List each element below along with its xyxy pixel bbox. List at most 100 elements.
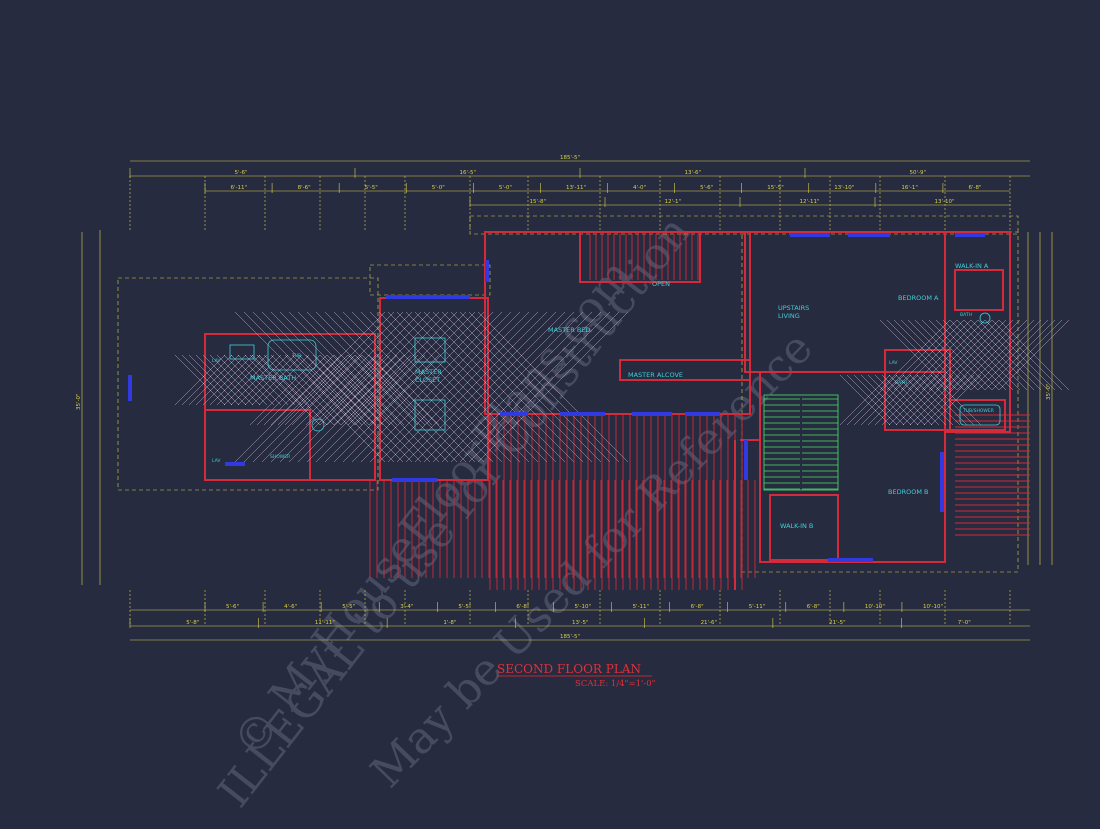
tile-line [441,311,593,463]
tile-line [195,354,247,406]
tile-line [916,374,968,426]
window-12 [128,375,132,401]
tile-line [970,319,1042,391]
tile-line [174,354,226,406]
window-14 [225,462,245,466]
drawing-title: SECOND FLOOR PLAN [497,662,641,676]
tile-line [984,319,1056,391]
tile-line [923,374,975,426]
dim-bottom-row1-7: 5'-11" [633,604,650,610]
tile-line [914,319,986,391]
window-7 [560,412,605,416]
tile-line [291,354,363,426]
tile-line [874,374,926,426]
tile-line [333,311,485,463]
tile-line [893,319,965,391]
label-tub-shower: TUB/SHOWER [962,408,994,414]
dim-top-row1-0: 5'-6" [235,170,248,176]
tile-line [297,311,449,463]
window-6 [500,412,528,416]
tile-line [234,311,386,463]
tile-line [209,354,261,406]
tile-line [306,311,458,463]
dim-top-row2-9: 13'-10" [834,185,854,191]
tile-line [928,319,1000,391]
dim-bottom-row1-6: 5'-10" [575,604,592,610]
tile-line [249,354,321,426]
window-13 [485,260,489,282]
dim-top-row2-0: 6'-11" [231,185,248,191]
tile-line [888,374,940,426]
dim-overall-left: 35'-0" [76,393,82,410]
label-walk-in-a: WALK-IN A [955,262,989,270]
tile-line [396,311,548,463]
tile-line [261,311,413,463]
dim-top-row3-3: 13'-10" [935,199,955,205]
tile-hatch [174,311,1070,463]
tile-line [351,311,503,463]
dim-bottom-row2-6: 7'-0" [958,620,971,626]
tile-line [921,319,993,391]
dim-top-row3-0: 15'-8" [530,199,547,205]
tile-line [909,374,961,426]
tile-line [188,354,240,406]
tile-line [368,354,440,426]
window-5 [828,558,873,562]
tile-line [963,319,1035,391]
tile-line [991,319,1063,391]
dim-top-row1-3: 50'-9" [910,170,927,176]
tile-line [270,311,422,463]
dim-bottom-row1-10: 6'-8" [807,604,820,610]
tile-line [279,311,431,463]
label-bedroom-b: BEDROOM B [888,488,928,496]
tile-line [181,354,233,406]
tile-line [907,319,979,391]
label-lav-2: LAV [212,458,221,464]
drawing-title-block: SECOND FLOOR PLAN SCALE: 1/4"=1'-0" [497,662,656,689]
tile-line [930,374,982,426]
tile-line [326,354,398,426]
tile-line [977,319,1049,391]
tile-line [860,374,912,426]
tile-line [895,374,947,426]
tile-line [288,311,440,463]
label-master-alcove: MASTER ALCOVE [628,371,683,379]
dim-overall-right: 35'-0" [1046,383,1052,400]
drawing-scale: SCALE: 1/4"=1'-0" [575,679,656,689]
dim-bottom-row1-8: 6'-8" [691,604,704,610]
label-master-bath: MASTER BATH [250,374,296,382]
tile-line [270,354,342,426]
tile-line [956,319,1028,391]
tile-line [881,374,933,426]
tile-line [902,374,954,426]
tile-line [315,311,467,463]
window-8 [632,412,672,416]
label-bath-b: BATH [895,380,907,386]
window-11 [940,452,944,512]
dim-top-row2-8: 15'-5" [767,185,784,191]
tile-line [450,311,602,463]
window-4 [392,478,437,482]
dim-bottom-row2-1: 11'-11" [315,620,335,626]
dim-top-row2-11: 6'-8" [968,185,981,191]
dim-top-row3-1: 12'-1" [665,199,682,205]
dim-bottom-row1-12: 10'-10" [923,604,943,610]
tile-line [879,319,951,391]
label-bath-a: BATH [960,312,972,318]
tile-line [853,374,905,426]
dim-top-row2-2: 5'-5" [365,185,378,191]
tile-line [477,311,629,463]
tile-line [202,354,254,406]
tile-line [949,319,1021,391]
tile-line [405,311,557,463]
dim-bottom-row2-0: 5'-8" [186,620,199,626]
dim-bottom-row1-0: 5'-6" [226,604,239,610]
tile-line [305,354,377,426]
dim-bottom-row2-4: 21'-6" [701,620,718,626]
tile-line [839,374,891,426]
tile-line [423,311,575,463]
